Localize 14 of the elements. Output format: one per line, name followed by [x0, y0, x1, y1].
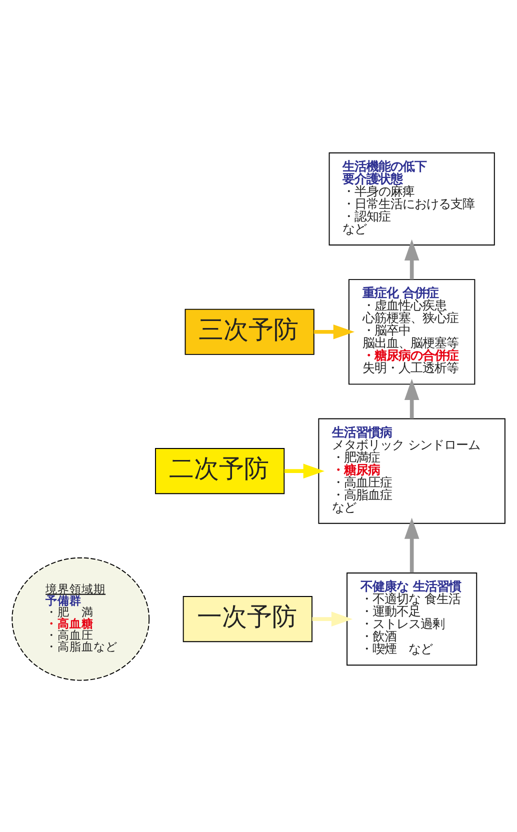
node-box: 不健康な 生活習慣 ・不適切な 食生活 ・運動不足 ・ストレス過剰 ・飲酒 ・喫煙 など [346, 572, 478, 666]
node-box: 生活機能の低下 要介護状態 ・半身の麻痺 ・日常生活における支障 ・認知症 など [328, 152, 495, 245]
arrow [312, 611, 353, 626]
node-box: 重症化 合併症 ・虚血性心疾患 心筋梗塞、狭心症 ・脳卒中 脳出血、脳梗塞等 ・糖尿病の合併症 失明・人工透析等 [348, 278, 476, 384]
node-box: 二次予防 [155, 448, 285, 494]
arrow [404, 517, 420, 572]
node-box: 一次予防 [182, 596, 312, 642]
arrow [404, 378, 420, 418]
arrow [314, 324, 355, 339]
arrow [284, 463, 324, 478]
node-box: 三次予防 [184, 308, 314, 354]
arrow [404, 238, 420, 279]
node-ellipse: 境界領域期 予備群 ・肥 満 ・高血糖 ・高血圧 ・高脂血など [12, 556, 150, 680]
node-box: 生活習慣病 メタボリック シンドローム ・肥満症 ・糖尿病 ・高血圧症 ・高脂血症 など [318, 418, 506, 524]
